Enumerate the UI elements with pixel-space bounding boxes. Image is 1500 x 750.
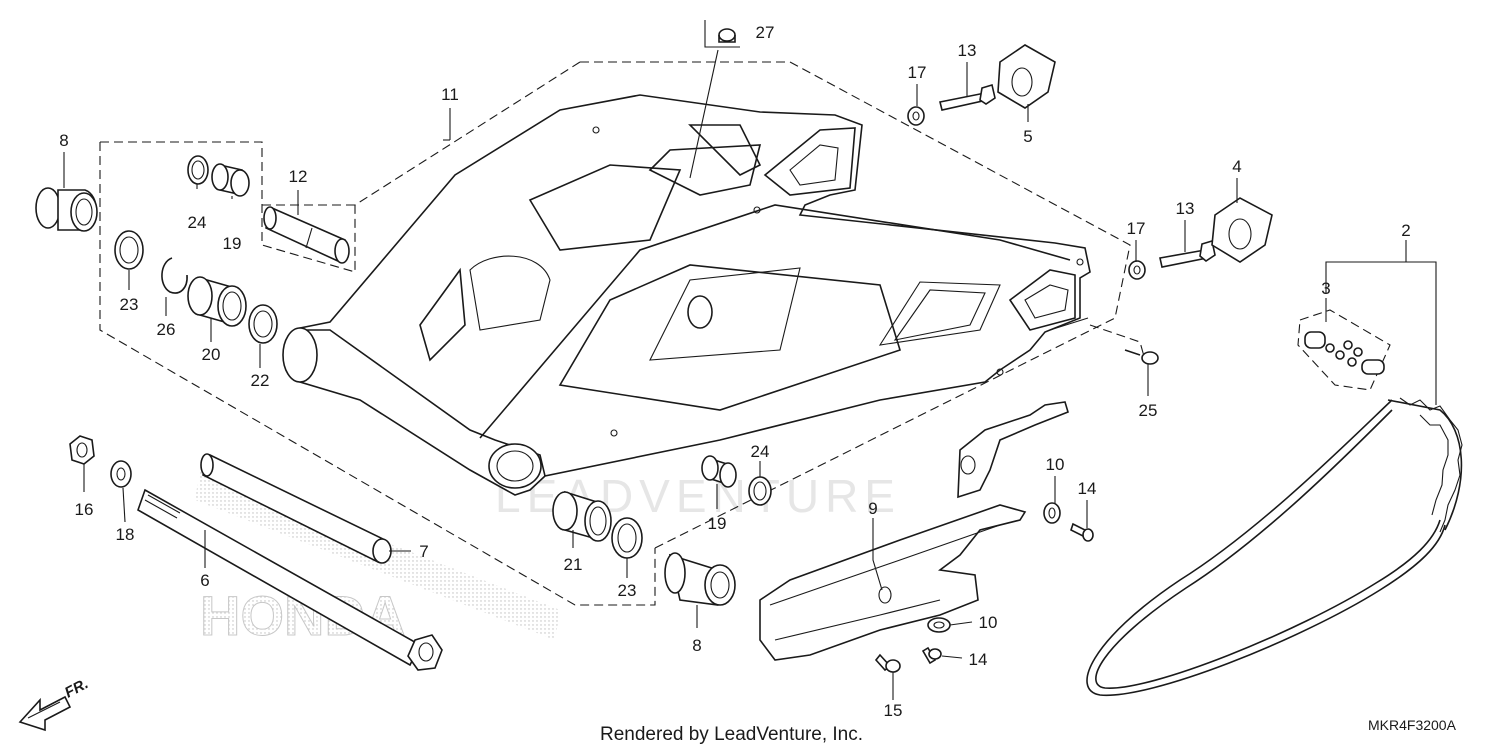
part-3-chain-joint [1297, 309, 1391, 391]
part-14-bolt-lower [921, 646, 942, 665]
callout-labels: 8 24 19 12 11 27 17 13 5 4 13 17 2 3 25 … [59, 23, 1410, 720]
callout-19-upper: 19 [223, 234, 242, 253]
swingarm [282, 94, 1091, 496]
callout-23-upper: 23 [120, 295, 139, 314]
part-23-seal-lower [611, 517, 643, 559]
part-21-bearing [552, 490, 612, 542]
callout-12: 12 [289, 167, 308, 186]
callout-9: 9 [868, 499, 877, 518]
part-27-plug [718, 28, 736, 43]
part-17-nut-lower [1128, 260, 1146, 280]
part-7-collar [200, 453, 392, 564]
part-19-bearing-lower [701, 455, 737, 488]
part-14-bolt-upper [1070, 522, 1094, 542]
part-22-bearing [248, 304, 278, 344]
callout-4: 4 [1232, 157, 1241, 176]
part-12-pin [263, 206, 350, 264]
callout-7: 7 [419, 542, 428, 561]
callout-18: 18 [116, 525, 135, 544]
part-24-seal-lower [748, 476, 772, 506]
part-19-bearing-upper [211, 163, 250, 197]
part-8-bushing-left [35, 187, 98, 232]
callout-8-upper: 8 [59, 131, 68, 150]
front-direction-indicator: FR. [18, 675, 91, 732]
part-10-grommet-upper [1043, 502, 1061, 524]
part-23-seal-left [114, 230, 144, 270]
callout-13-lower: 13 [1176, 199, 1195, 218]
callout-16: 16 [75, 500, 94, 519]
part-18-washer [110, 460, 132, 488]
leader-lines [63, 49, 1437, 700]
part-16-nut [69, 435, 95, 465]
part-15-bolt [874, 653, 901, 673]
footer-credit: Rendered by LeadVenture, Inc. [600, 724, 863, 745]
callout-14-lower: 14 [969, 650, 988, 669]
callout-24-lower: 24 [751, 442, 770, 461]
callout-17-upper: 17 [908, 63, 927, 82]
callout-21: 21 [564, 555, 583, 574]
dashed-frames [99, 20, 1146, 606]
part-4-adjuster [1211, 197, 1273, 263]
part-20-bearing [187, 276, 247, 327]
callout-27: 27 [756, 23, 775, 42]
callout-14-upper: 14 [1078, 479, 1097, 498]
part-26-circlip [161, 257, 188, 294]
callout-26: 26 [157, 320, 176, 339]
part-13-bolt-upper [939, 83, 996, 111]
callout-20: 20 [202, 345, 221, 364]
callout-8-lower: 8 [692, 636, 701, 655]
callout-6: 6 [200, 571, 209, 590]
part-9-chain-case [759, 401, 1069, 661]
callout-15: 15 [884, 701, 903, 720]
callout-3: 3 [1321, 279, 1330, 298]
callout-23-lower: 23 [618, 581, 637, 600]
part-8-bushing-lower [664, 552, 736, 606]
part-10-grommet-lower [927, 617, 951, 633]
callout-25: 25 [1139, 401, 1158, 420]
callout-17-lower: 17 [1127, 219, 1146, 238]
callout-5: 5 [1023, 127, 1032, 146]
part-13-bolt-lower [1159, 239, 1216, 268]
part-2-drive-chain [1086, 397, 1463, 697]
callout-11: 11 [441, 85, 459, 104]
callout-2: 2 [1401, 221, 1410, 240]
part-24-seal-upper [187, 155, 209, 185]
callout-10-upper: 10 [1046, 455, 1065, 474]
part-6-pivot-bolt [137, 488, 443, 671]
callout-22: 22 [251, 371, 270, 390]
callout-24-upper: 24 [188, 213, 207, 232]
callout-10-lower: 10 [979, 613, 998, 632]
part-5-adjuster [997, 44, 1056, 109]
callout-13-upper: 13 [958, 41, 977, 60]
callout-19-lower: 19 [708, 514, 727, 533]
part-25-rivet [1124, 349, 1159, 365]
part-17-nut-upper [907, 106, 925, 126]
diagram-code: MKR4F3200A [1368, 717, 1457, 733]
fr-label: FR. [62, 675, 91, 701]
